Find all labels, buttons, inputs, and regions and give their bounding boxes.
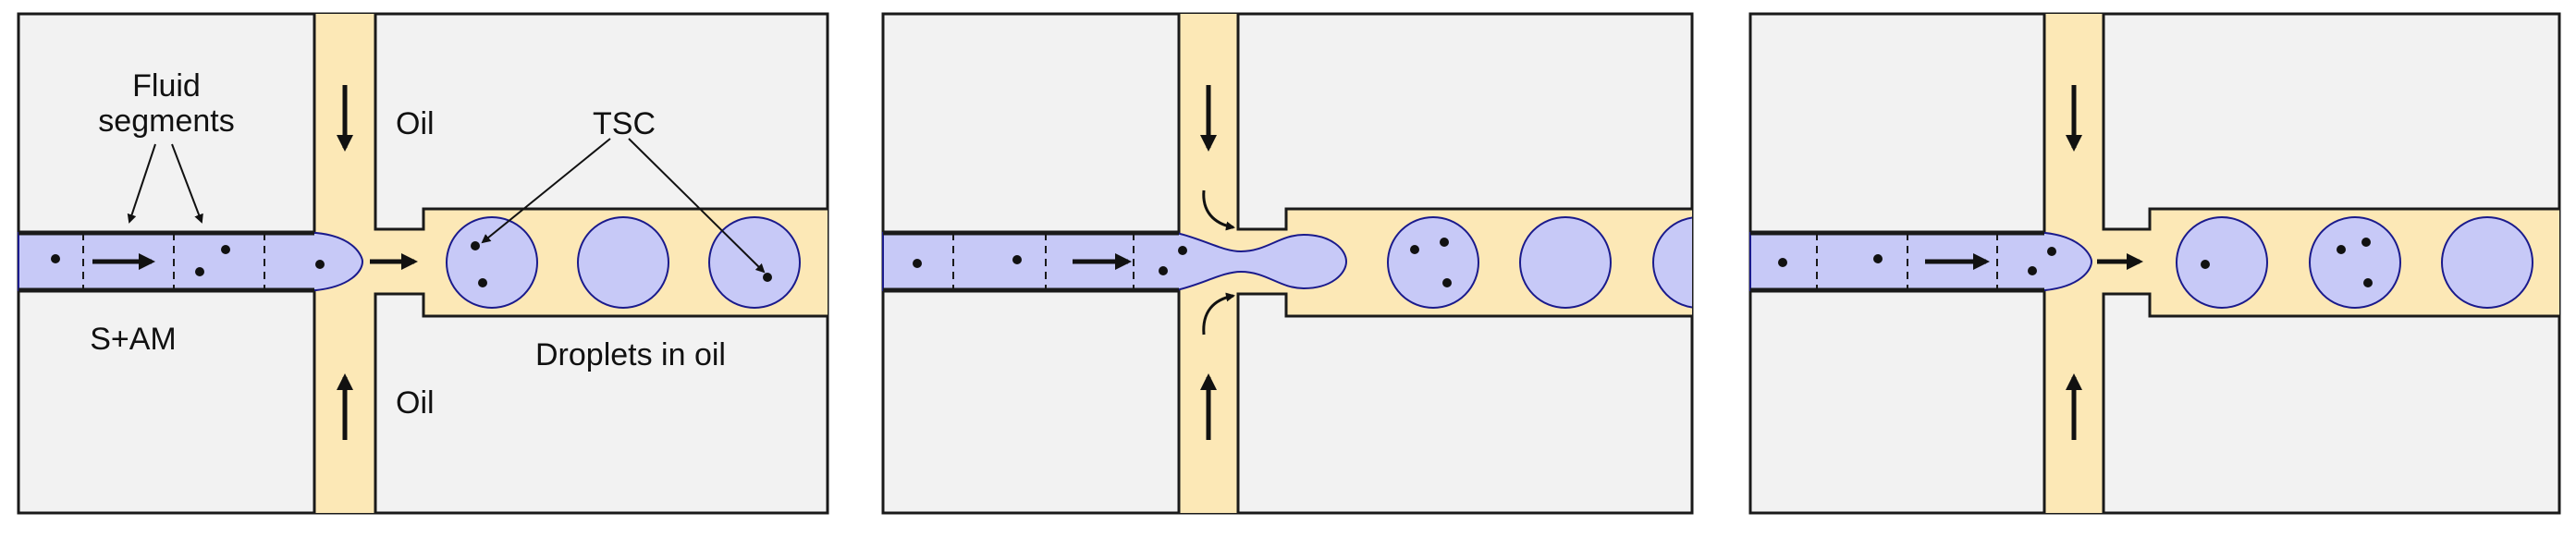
- panel-2-curved-flow-arrows: [1202, 189, 1235, 336]
- panel-2-droplet-cells: [1410, 238, 1452, 287]
- panel-3-stream-walls: [1750, 230, 2044, 293]
- panel-1-droplets: [446, 216, 801, 309]
- panel-1-flow-arrows: [92, 85, 418, 440]
- panel-1-aqueous-stream: [18, 232, 364, 291]
- panel-2-stream-walls: [883, 230, 1179, 293]
- panel-3-droplets: [2176, 216, 2533, 309]
- panel-2-segment-dividers: [952, 233, 1135, 290]
- fluid-segments-label-line1: Fluid: [132, 68, 201, 104]
- panel-1-channel-walls: [313, 14, 828, 513]
- fluid-segments-label-line2: segments: [98, 104, 234, 139]
- panel-3-channel-walls: [2042, 14, 2559, 513]
- droplets-in-oil-label: Droplets in oil: [535, 337, 726, 372]
- panel-3: [1748, 12, 2561, 515]
- tsc-label: TSC: [593, 106, 656, 141]
- panel-1-cells: [51, 245, 325, 276]
- panel-1-droplet-cells: [471, 241, 772, 287]
- panel-3-flow-arrows: [1925, 85, 2143, 440]
- panel-2-droplets: [1387, 216, 1692, 309]
- panel-3-cells: [1778, 247, 2056, 275]
- panel-1-pointers: [127, 138, 766, 274]
- oil-top-label: Oil: [396, 106, 435, 141]
- panel-1-segment-dividers: [82, 233, 265, 290]
- oil-bottom-label: Oil: [396, 385, 435, 421]
- panel-1: Fluid segments Oil Oil TSC S+AM Droplets…: [17, 12, 829, 515]
- panel-3-droplet-cells: [2201, 238, 2373, 287]
- panel-3-aqueous-stream: [1749, 232, 2093, 291]
- sam-label: S+AM: [90, 322, 177, 357]
- panel-2: [881, 12, 1694, 515]
- panel-2-channel-walls: [1177, 14, 1692, 513]
- panel-2-cells: [913, 246, 1187, 275]
- panel-2-flow-arrows: [1073, 85, 1217, 440]
- panel-3-segment-dividers: [1816, 233, 1998, 290]
